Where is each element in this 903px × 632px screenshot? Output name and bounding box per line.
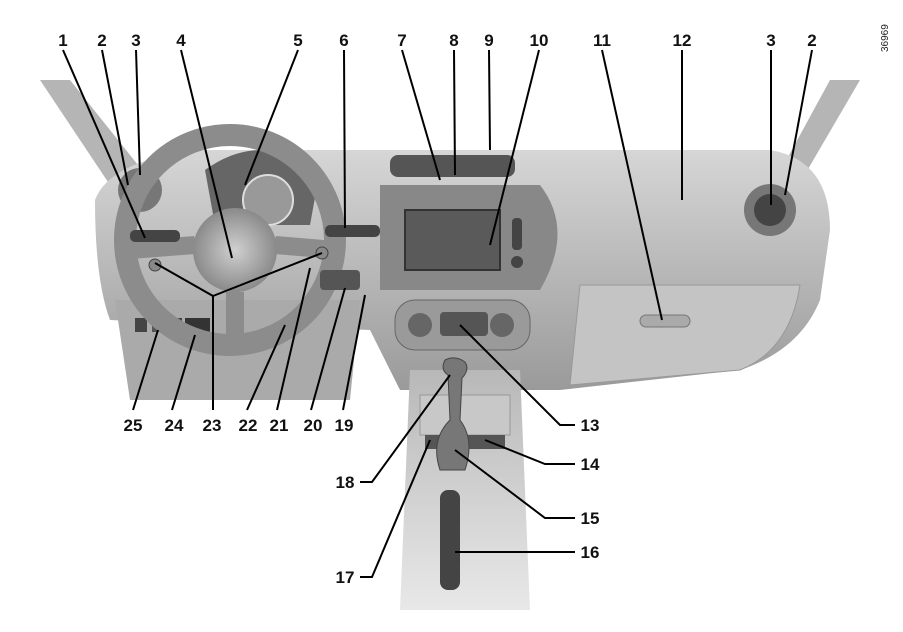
- callout-8: 8: [449, 31, 458, 50]
- callout-3-right: 3: [766, 31, 775, 50]
- callout-14: 14: [581, 455, 600, 474]
- callout-12: 12: [673, 31, 692, 50]
- callout-1: 1: [58, 31, 67, 50]
- callout-20: 20: [304, 416, 323, 435]
- callout-5: 5: [293, 31, 302, 50]
- left-stalk: [130, 230, 180, 242]
- dash-switch-a: [135, 318, 147, 332]
- climate-knob-left: [408, 313, 432, 337]
- callout-7: 7: [397, 31, 406, 50]
- climate-knob-right: [490, 313, 514, 337]
- right-stalk: [325, 225, 380, 237]
- callout-21: 21: [270, 416, 289, 435]
- callout-4: 4: [176, 31, 186, 50]
- left-a-pillar: [40, 80, 150, 200]
- callout-15: 15: [581, 509, 600, 528]
- figure-code: 36969: [880, 24, 891, 52]
- callout-25: 25: [124, 416, 143, 435]
- callout-13: 13: [581, 416, 600, 435]
- callout-17: 17: [336, 568, 355, 587]
- volume-knob: [511, 256, 523, 268]
- callout-6: 6: [339, 31, 348, 50]
- callout-10: 10: [530, 31, 549, 50]
- callout-16: 16: [581, 543, 600, 562]
- touchscreen: [404, 209, 501, 271]
- screen-buttons: [512, 218, 522, 250]
- climate-buttons: [440, 312, 488, 336]
- callout-11: 11: [593, 31, 611, 50]
- callout-lines: [62, 49, 813, 578]
- callout-24: 24: [165, 416, 184, 435]
- wheel-button-left: [148, 258, 162, 272]
- center-top-vent: [390, 155, 515, 177]
- glovebox-handle: [639, 314, 691, 328]
- callout-2-right: 2: [807, 31, 816, 50]
- steering-wheel-hub: [193, 208, 277, 292]
- callout-22: 22: [239, 416, 258, 435]
- callout-9: 9: [484, 31, 493, 50]
- right-vent-inner: [754, 194, 786, 226]
- callout-19: 19: [335, 416, 354, 435]
- callout-2: 2: [97, 31, 106, 50]
- callout-23: 23: [203, 416, 222, 435]
- callout-18: 18: [336, 473, 355, 492]
- glovebox: [569, 284, 801, 386]
- handbrake: [440, 490, 460, 590]
- steering-wheel-rim: [114, 124, 346, 356]
- callout-3: 3: [131, 31, 140, 50]
- gear-lever: [436, 357, 470, 471]
- radio-control-stalk: [320, 270, 360, 290]
